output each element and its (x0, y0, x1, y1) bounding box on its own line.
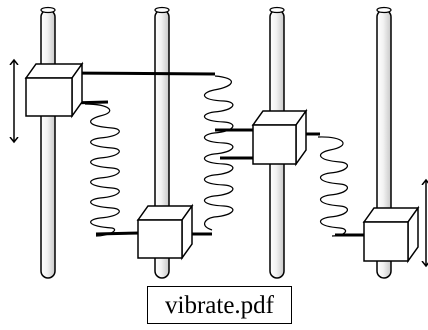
rod-1 (40, 6, 56, 279)
spring-1 (84, 103, 120, 237)
caption-box: vibrate.pdf (147, 286, 292, 324)
spring-2 (204, 75, 234, 231)
mass-block-4 (362, 205, 420, 264)
caption-text: vibrate.pdf (165, 291, 274, 319)
mass-block-3 (251, 108, 308, 167)
mass-block-2 (136, 203, 194, 261)
connecting-wires (61, 71, 366, 237)
spring-3 (317, 136, 348, 237)
mass-block-1 (24, 61, 84, 119)
